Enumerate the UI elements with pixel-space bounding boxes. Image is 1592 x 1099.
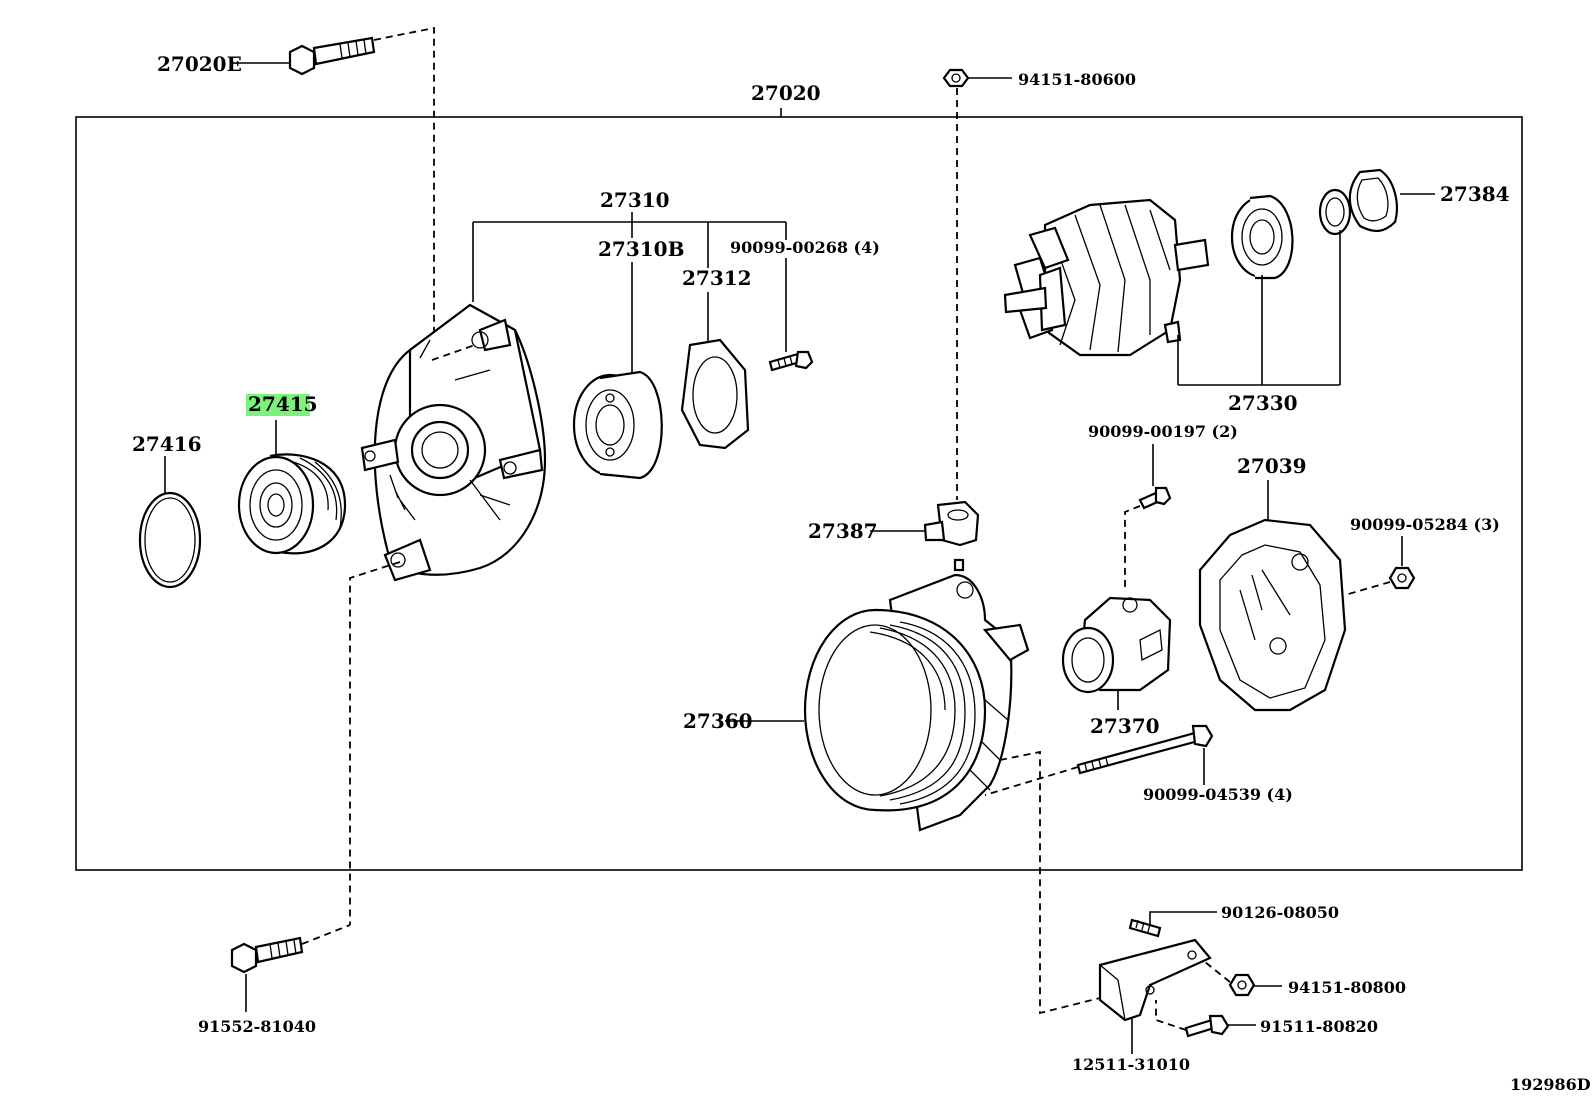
label-27020e[interactable]: 27020E [157,52,242,76]
screw-90099-00268[interactable] [768,350,814,372]
label-90099-00268[interactable]: 90099-00268 (4) [730,238,880,257]
rear-housing-27360[interactable] [803,558,1030,832]
rear-cover-27039[interactable] [1198,518,1347,712]
label-27384[interactable]: 27384 [1440,182,1510,206]
assembly-frame [75,116,1523,871]
highlight-27415 [246,394,310,416]
label-27415[interactable]: 27415 [248,392,318,416]
stud-90126-08050[interactable] [1128,918,1162,938]
ring-27416[interactable] [138,491,202,589]
bolt-91552-81040[interactable] [230,936,304,974]
terminal-27387[interactable] [923,500,980,547]
rotor-27330[interactable] [1003,198,1210,357]
label-27360[interactable]: 27360 [683,709,753,733]
label-90126-08050[interactable]: 90126-08050 [1221,903,1339,922]
label-12511-31010[interactable]: 12511-31010 [1072,1055,1190,1074]
label-27310b[interactable]: 27310B [598,237,684,261]
plate-27312[interactable] [680,338,750,450]
label-27312[interactable]: 27312 [682,266,752,290]
bearing-27310b[interactable] [572,370,663,480]
pulley-27415[interactable] [237,453,347,555]
label-91552-81040[interactable]: 91552-81040 [198,1017,316,1036]
bracket-12511-31010[interactable] [1098,938,1212,1022]
label-27039[interactable]: 27039 [1237,454,1307,478]
label-94151-80800[interactable]: 94151-80800 [1288,978,1406,997]
label-90099-00197[interactable]: 90099-00197 (2) [1088,422,1238,441]
label-27370[interactable]: 27370 [1090,714,1160,738]
bolt-91511-80820[interactable] [1184,1014,1230,1038]
label-27020[interactable]: 27020 [751,81,821,105]
brush-holder-27370[interactable] [1061,596,1172,694]
label-91511-80820[interactable]: 91511-80820 [1260,1017,1378,1036]
label-27330[interactable]: 27330 [1228,391,1298,415]
label-27387[interactable]: 27387 [808,519,878,543]
cover-27384[interactable] [1348,168,1398,232]
label-94151-80600[interactable]: 94151-80600 [1018,70,1136,89]
nut-94151-80600[interactable] [942,68,970,88]
label-27416[interactable]: 27416 [132,432,202,456]
bolt-90099-04539[interactable] [1076,724,1214,775]
bolt-27020e[interactable] [288,36,376,76]
bearing-27330[interactable] [1230,194,1294,280]
drive-end-frame[interactable] [360,303,547,582]
label-90099-05284[interactable]: 90099-05284 (3) [1350,515,1500,534]
label-90099-04539[interactable]: 90099-04539 (4) [1143,785,1293,804]
washer-27330[interactable] [1318,188,1352,236]
label-27310[interactable]: 27310 [600,188,670,212]
nut-94151-80800[interactable] [1228,973,1256,997]
nut-90099-05284[interactable] [1388,566,1416,590]
diagram-id: 192986D [1510,1075,1591,1094]
screw-90099-00197[interactable] [1138,486,1172,510]
